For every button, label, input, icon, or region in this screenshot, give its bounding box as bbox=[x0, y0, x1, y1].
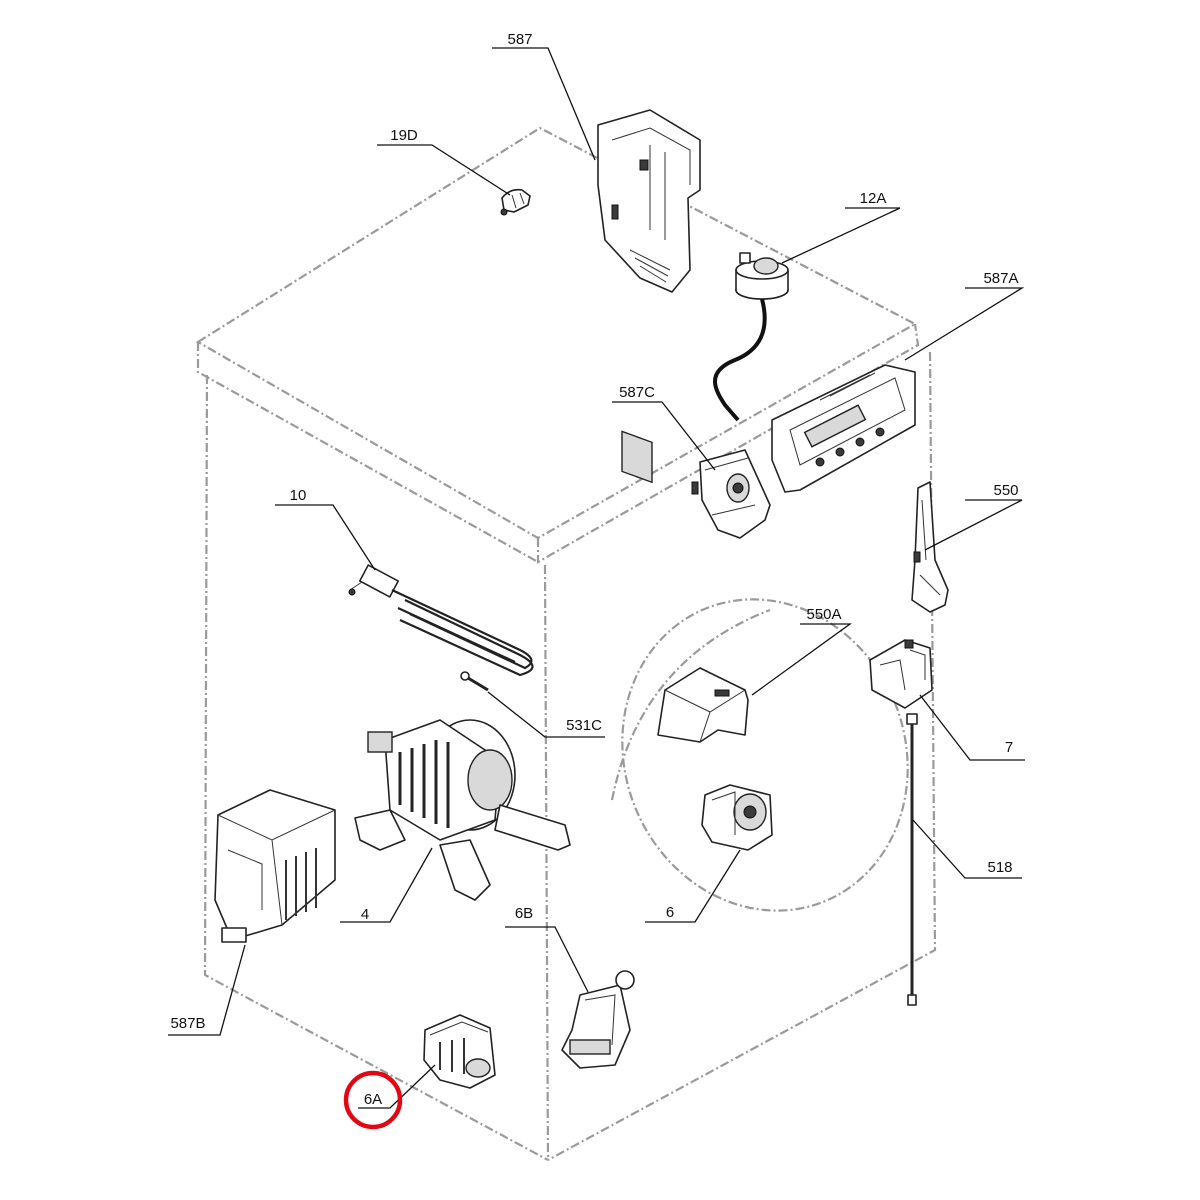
part-labels: 587 19D 12A 587A 587C 10 550 550A 531C 7… bbox=[170, 31, 1018, 1108]
label-4[interactable]: 4 bbox=[361, 906, 369, 923]
label-587B[interactable]: 587B bbox=[170, 1015, 205, 1032]
label-531C[interactable]: 531C bbox=[566, 717, 602, 734]
label-12A[interactable]: 12A bbox=[860, 190, 887, 207]
label-587C[interactable]: 587C bbox=[619, 384, 655, 401]
highlight-circle-6A bbox=[343, 1070, 403, 1130]
label-7[interactable]: 7 bbox=[1005, 739, 1013, 756]
heating-element-part-10[interactable] bbox=[348, 564, 534, 677]
pressure-switch-part-12A[interactable] bbox=[713, 252, 789, 422]
label-550[interactable]: 550 bbox=[993, 482, 1018, 499]
hinge-cover-part-550A[interactable] bbox=[657, 667, 749, 743]
filter-module-part-587B[interactable] bbox=[214, 789, 336, 943]
label-6A[interactable]: 6A bbox=[364, 1091, 382, 1108]
label-6[interactable]: 6 bbox=[666, 904, 674, 921]
drain-pump-part-6[interactable] bbox=[701, 784, 773, 851]
label-10[interactable]: 10 bbox=[290, 487, 307, 504]
main-control-module-part-587[interactable] bbox=[597, 109, 701, 484]
sump-part-6B[interactable] bbox=[561, 970, 635, 1069]
machine-body-outline bbox=[195, 126, 937, 1161]
door-rod-part-518[interactable] bbox=[906, 713, 918, 1006]
pump-part-6A[interactable] bbox=[423, 1014, 496, 1089]
sensor-part-531C[interactable] bbox=[460, 671, 489, 692]
label-19D[interactable]: 19D bbox=[390, 127, 418, 144]
clip-part-19D[interactable] bbox=[500, 188, 531, 216]
label-6B[interactable]: 6B bbox=[515, 905, 533, 922]
label-587A[interactable]: 587A bbox=[983, 270, 1018, 287]
label-550A[interactable]: 550A bbox=[806, 606, 841, 623]
display-board-part-587A[interactable] bbox=[771, 364, 916, 493]
label-587[interactable]: 587 bbox=[507, 31, 532, 48]
programme-selector-part-587C[interactable] bbox=[691, 449, 771, 539]
door-interlock-part-7[interactable] bbox=[869, 639, 933, 709]
label-518[interactable]: 518 bbox=[987, 859, 1012, 876]
motor-part-4[interactable] bbox=[354, 719, 571, 901]
leader-lines bbox=[168, 47, 1025, 1109]
